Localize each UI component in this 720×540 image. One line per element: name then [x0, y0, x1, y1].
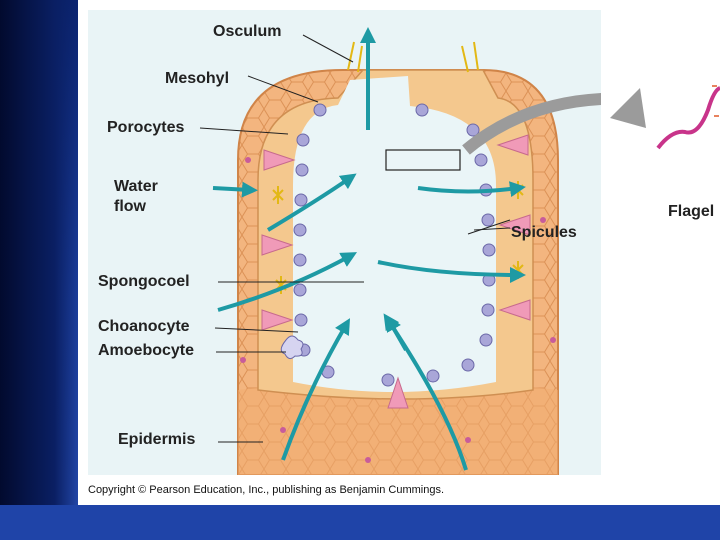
flagellum-ticks [712, 85, 719, 117]
copyright-text: Copyright © Pearson Education, Inc., pub… [88, 484, 445, 496]
water-flow-arrows [212, 27, 526, 471]
sponge-illustration [199, 27, 601, 475]
sponge-diagram: Osculum Mesohyl Porocytes Water flow Spi… [88, 10, 601, 475]
label-osculum: Osculum [213, 23, 282, 40]
label-flagellum: Flagel [668, 203, 715, 220]
label-spongocoel: Spongocoel [98, 273, 190, 290]
zoom-arrow-head [610, 88, 646, 128]
amoebocyte-cell [280, 335, 304, 360]
choanocyte-highlight-box [385, 149, 461, 171]
choanocyte-cells [293, 103, 496, 387]
label-leader-lines [199, 34, 511, 443]
spongocoel-cavity [293, 76, 496, 392]
epidermis-dots [240, 157, 556, 463]
zoom-arrow [462, 93, 601, 155]
porocyte-cells [261, 134, 531, 409]
label-water-flow-line1: Water [114, 178, 158, 195]
label-choanocyte: Choanocyte [98, 318, 190, 335]
flagellum-zoom-illustration [610, 85, 720, 150]
label-amoebocyte: Amoebocyte [98, 342, 195, 359]
label-water-flow-line2: flow [114, 198, 146, 215]
label-spicules: Spicules [511, 224, 577, 241]
slide-bottom-band [0, 505, 720, 540]
label-epidermis: Epidermis [118, 431, 196, 448]
label-porocytes: Porocytes [107, 119, 185, 136]
flagellum-shape [656, 86, 720, 150]
sponge-base [238, 380, 558, 475]
slide-left-shadow [0, 0, 78, 540]
label-mesohyl: Mesohyl [165, 70, 230, 87]
